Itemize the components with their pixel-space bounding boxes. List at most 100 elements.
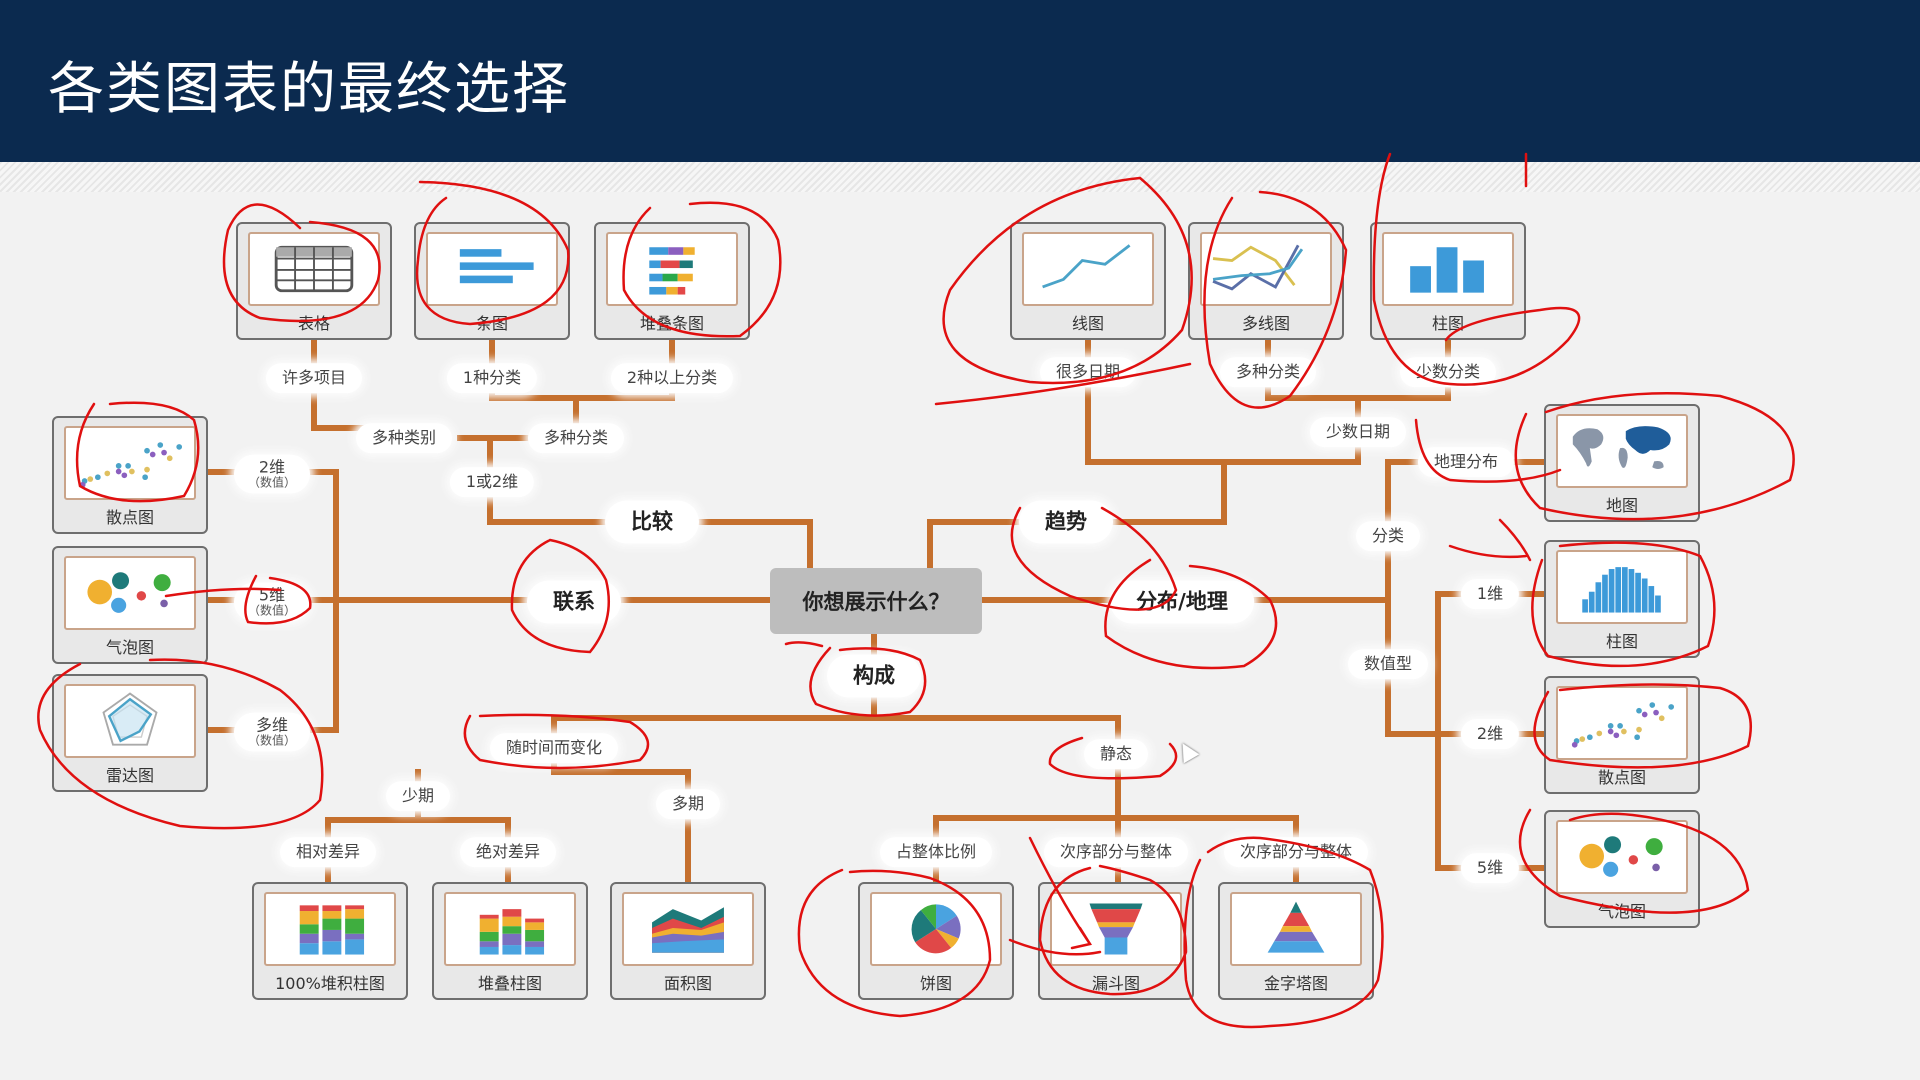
chart-node-label: 堆叠柱图 bbox=[477, 974, 542, 993]
category-composition: 构成 bbox=[827, 654, 921, 698]
bubble-chart-icon bbox=[1556, 820, 1688, 894]
connector-comp-split bbox=[551, 715, 1121, 759]
condition-main: 多维 bbox=[255, 715, 289, 735]
chart-node-histogram[interactable]: 柱图 bbox=[1544, 540, 1700, 658]
slide-title: 各类图表的最终选择 bbox=[48, 57, 570, 122]
histogram-bar-glyph bbox=[1635, 572, 1641, 613]
condition-multi-category-trend: 多种分类 bbox=[1219, 357, 1317, 387]
chart-node-label: 气泡图 bbox=[105, 638, 154, 657]
line-chart-icon bbox=[1022, 232, 1154, 306]
histogram-bar-glyph bbox=[1602, 574, 1608, 613]
histogram-bar-glyph bbox=[1588, 591, 1595, 613]
chart-node-label: 柱图 bbox=[1605, 632, 1638, 651]
chart-node-scatter-right[interactable]: 散点图 bbox=[1544, 676, 1700, 794]
condition-many-periods: 多期 bbox=[655, 789, 721, 819]
chart-node-pyramid[interactable]: 金字塔图 bbox=[1218, 882, 1374, 1000]
stacked-segment-glyph bbox=[502, 926, 522, 934]
chart-node-radar[interactable]: 雷达图 bbox=[52, 674, 208, 792]
stacked-segment-glyph bbox=[322, 918, 342, 930]
stacked-100-column-icon bbox=[264, 892, 396, 966]
chart-node-scatter-left[interactable]: 散点图 bbox=[52, 416, 208, 534]
chart-node-stacked100[interactable]: 100%堆积柱图 bbox=[252, 882, 408, 1000]
stacked-segment-glyph bbox=[479, 946, 499, 955]
stacked-segment-glyph bbox=[299, 905, 319, 912]
histogram-bar-glyph bbox=[1582, 599, 1588, 613]
condition-over-time: 随时间而变化 bbox=[489, 733, 619, 763]
stacked-segment-glyph bbox=[299, 933, 319, 944]
condition-relative-diff: 相对差异 bbox=[279, 837, 377, 867]
stacked-segment-glyph bbox=[479, 941, 499, 947]
stacked-segment-glyph bbox=[345, 905, 365, 910]
chart-node-map[interactable]: 地图 bbox=[1544, 404, 1700, 522]
stacked-segment-glyph bbox=[322, 905, 342, 912]
chart-node-line[interactable]: 线图 bbox=[1010, 222, 1166, 340]
chart-node-area[interactable]: 面积图 bbox=[610, 882, 766, 1000]
stacked-segment-glyph bbox=[299, 924, 319, 934]
condition-sub: （数值） bbox=[247, 733, 297, 748]
table-chart-icon bbox=[248, 232, 380, 306]
histogram-bar-glyph bbox=[1595, 582, 1602, 613]
chart-node-label: 面积图 bbox=[663, 974, 712, 993]
condition-many-items: 许多项目 bbox=[265, 363, 363, 393]
condition-few-dates: 少数日期 bbox=[1309, 417, 1407, 447]
condition-one-category: 1种分类 bbox=[446, 363, 538, 393]
chart-node-stacked-column[interactable]: 堆叠柱图 bbox=[432, 882, 588, 1000]
condition-two-plus-categories: 2种以上分类 bbox=[610, 363, 734, 393]
scatter-chart-icon bbox=[64, 426, 196, 500]
stacked-segment-glyph bbox=[525, 918, 545, 923]
condition-5d: 5维 bbox=[1460, 853, 1520, 883]
chart-node-funnel[interactable]: 漏斗图 bbox=[1038, 882, 1194, 1000]
chart-node-column[interactable]: 柱图 bbox=[1370, 222, 1526, 340]
chart-node-label: 柱图 bbox=[1431, 314, 1464, 333]
chart-node-label: 饼图 bbox=[919, 974, 952, 993]
histogram-chart-icon bbox=[1556, 550, 1688, 624]
stacked-segment-glyph bbox=[525, 946, 545, 955]
bubble-chart-icon bbox=[64, 556, 196, 630]
stacked-segment-glyph bbox=[479, 914, 499, 919]
stacked-segment-glyph bbox=[322, 941, 342, 955]
chart-node-label: 多线图 bbox=[1241, 314, 1290, 333]
category-trend: 趋势 bbox=[1019, 500, 1113, 544]
stacked-segment-glyph bbox=[479, 918, 499, 932]
condition-sub: （数值） bbox=[247, 475, 297, 490]
chart-node-stacked-bar[interactable]: 堆叠条图 bbox=[594, 222, 750, 340]
stacked-segment-glyph bbox=[345, 939, 365, 955]
chart-node-table[interactable]: 表格 bbox=[236, 222, 392, 340]
histogram-bar-glyph bbox=[1641, 578, 1648, 613]
stacked-segment-glyph bbox=[502, 916, 522, 927]
chart-node-multi-line[interactable]: 多线图 bbox=[1188, 222, 1344, 340]
multi-line-chart-icon bbox=[1200, 232, 1332, 306]
histogram-bar-glyph bbox=[1622, 567, 1628, 613]
histogram-bar-glyph bbox=[1608, 569, 1615, 613]
stacked-segment-glyph bbox=[502, 933, 522, 946]
chart-node-pie[interactable]: 饼图 bbox=[858, 882, 1014, 1000]
chart-node-label: 100%堆积柱图 bbox=[275, 974, 385, 993]
condition-one-or-two-dims: 1或2维 bbox=[449, 467, 535, 497]
category-distribution: 分布/地理 bbox=[1110, 580, 1254, 624]
world-map-icon bbox=[1556, 414, 1688, 488]
bar-chart-icon bbox=[426, 232, 558, 306]
histogram-bar-glyph bbox=[1615, 567, 1622, 613]
condition-share-of-total: 占整体比例 bbox=[879, 837, 993, 867]
pie-chart-icon bbox=[870, 892, 1002, 966]
condition-2d: 2维 bbox=[1460, 719, 1520, 749]
condition-sub: （数值） bbox=[247, 603, 297, 618]
condition-main: 2维 bbox=[258, 457, 286, 477]
chart-node-label: 散点图 bbox=[1597, 768, 1646, 787]
chart-node-label: 雷达图 bbox=[105, 766, 154, 785]
chart-node-label: 条图 bbox=[475, 314, 508, 333]
chart-node-bubble-right[interactable]: 气泡图 bbox=[1544, 810, 1700, 928]
chart-node-bubble-left[interactable]: 气泡图 bbox=[52, 546, 208, 664]
column-chart-icon bbox=[1382, 232, 1514, 306]
condition-absolute-diff: 绝对差异 bbox=[459, 837, 557, 867]
chart-node-label: 金字塔图 bbox=[1263, 974, 1328, 993]
chart-node-bar[interactable]: 条图 bbox=[414, 222, 570, 340]
stacked-column-icon bbox=[444, 892, 576, 966]
condition-static: 静态 bbox=[1083, 739, 1149, 769]
stacked-segment-glyph bbox=[345, 918, 365, 934]
condition-many-kinds: 多种类别 bbox=[355, 423, 453, 453]
histogram-bar-glyph bbox=[1655, 595, 1661, 613]
chart-node-label: 堆叠条图 bbox=[639, 314, 704, 333]
stacked-segment-glyph bbox=[502, 909, 522, 917]
condition-numeric: 数值型 bbox=[1347, 649, 1429, 679]
